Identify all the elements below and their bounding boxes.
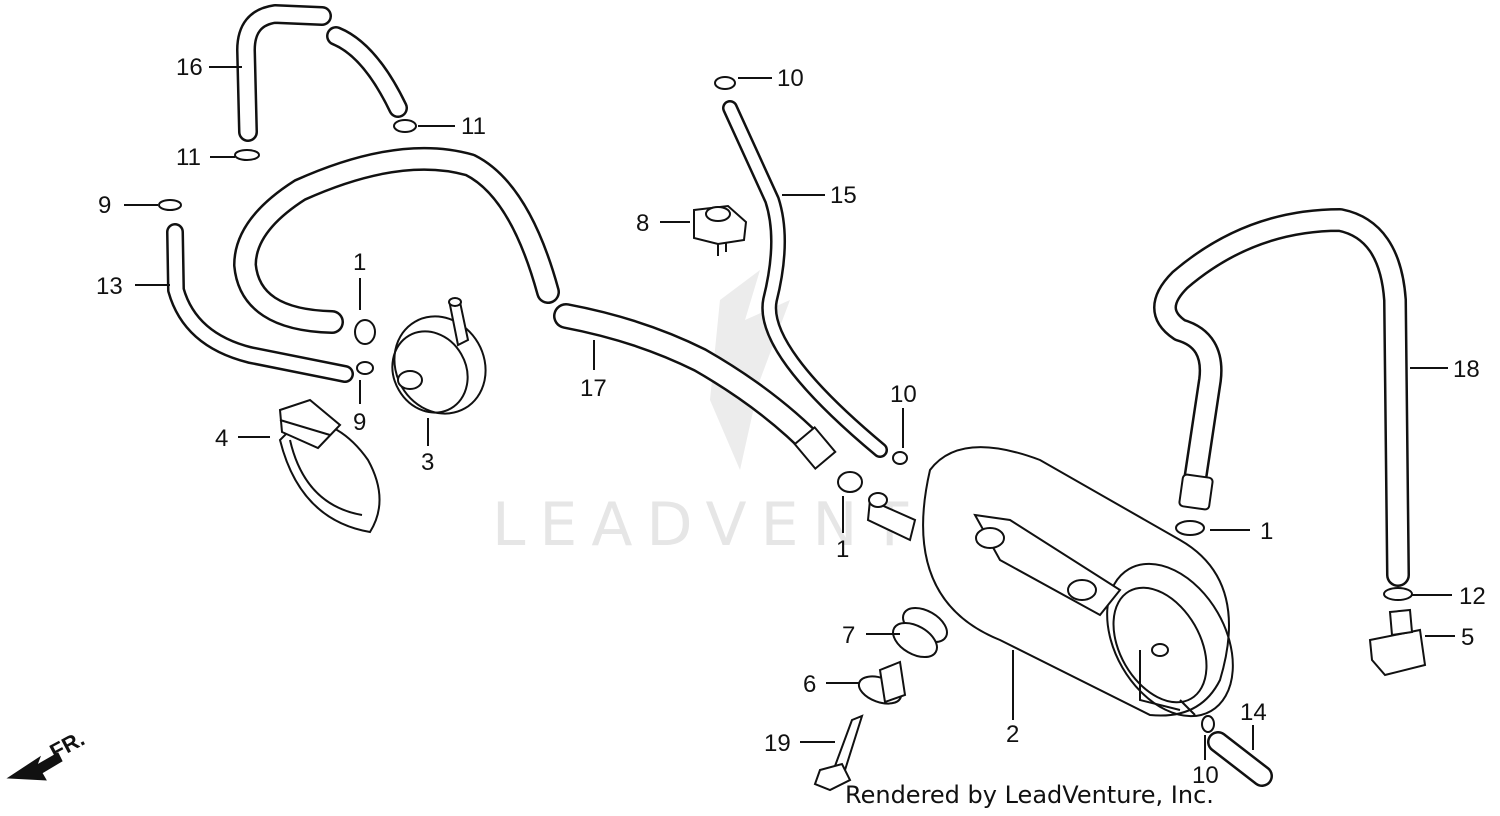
leader-lines: [124, 66, 1455, 760]
bolt-part-19: [813, 714, 864, 792]
canister-part-2: [866, 446, 1234, 718]
hose-17: [553, 303, 837, 471]
hose-upper: [233, 146, 560, 334]
callout-12: 12: [1459, 583, 1486, 610]
hose-18: [1153, 208, 1410, 587]
collar-part-6: [857, 660, 907, 705]
callout-5: 5: [1461, 624, 1474, 651]
callout-18: 18: [1453, 356, 1480, 383]
callout-1: 1: [353, 249, 366, 276]
callout-1: 1: [836, 536, 849, 563]
callout-9: 9: [98, 192, 111, 219]
callout-10: 10: [777, 65, 804, 92]
callout-13: 13: [96, 273, 123, 300]
hose-13: [166, 223, 354, 383]
callout-9: 9: [353, 409, 366, 436]
hose-16: [236, 4, 408, 142]
valve-part-3: [391, 297, 487, 415]
fitting-part-5: [1368, 608, 1427, 677]
hose-15: [722, 100, 888, 458]
strap-part-4: [278, 398, 381, 534]
callout-8: 8: [636, 210, 649, 237]
callout-19: 19: [764, 730, 791, 757]
callout-labels: 16 11 11 9 13 10 15 8 1 9 3 4 17 10 1 1 …: [96, 54, 1486, 789]
callout-11: 11: [176, 144, 201, 171]
render-credit: Rendered by LeadVenture, Inc.: [845, 781, 1214, 809]
callout-10: 10: [1192, 762, 1219, 789]
callout-1: 1: [1260, 518, 1273, 545]
callout-2: 2: [1006, 721, 1019, 748]
callout-15: 15: [830, 182, 857, 209]
callout-11: 11: [461, 113, 486, 140]
callout-6: 6: [803, 671, 816, 698]
callout-10: 10: [890, 381, 917, 408]
callout-4: 4: [215, 425, 228, 452]
callout-3: 3: [421, 449, 434, 476]
callout-7: 7: [842, 622, 855, 649]
clip-part-8: [693, 204, 748, 256]
grommet-part-7: [892, 606, 948, 659]
callout-16: 16: [176, 54, 203, 81]
clamps: [158, 76, 1413, 733]
callout-17: 17: [580, 375, 607, 402]
hose-14: [1207, 731, 1273, 787]
callout-14: 14: [1240, 699, 1267, 726]
front-direction-arrow: FR.: [6, 726, 89, 781]
